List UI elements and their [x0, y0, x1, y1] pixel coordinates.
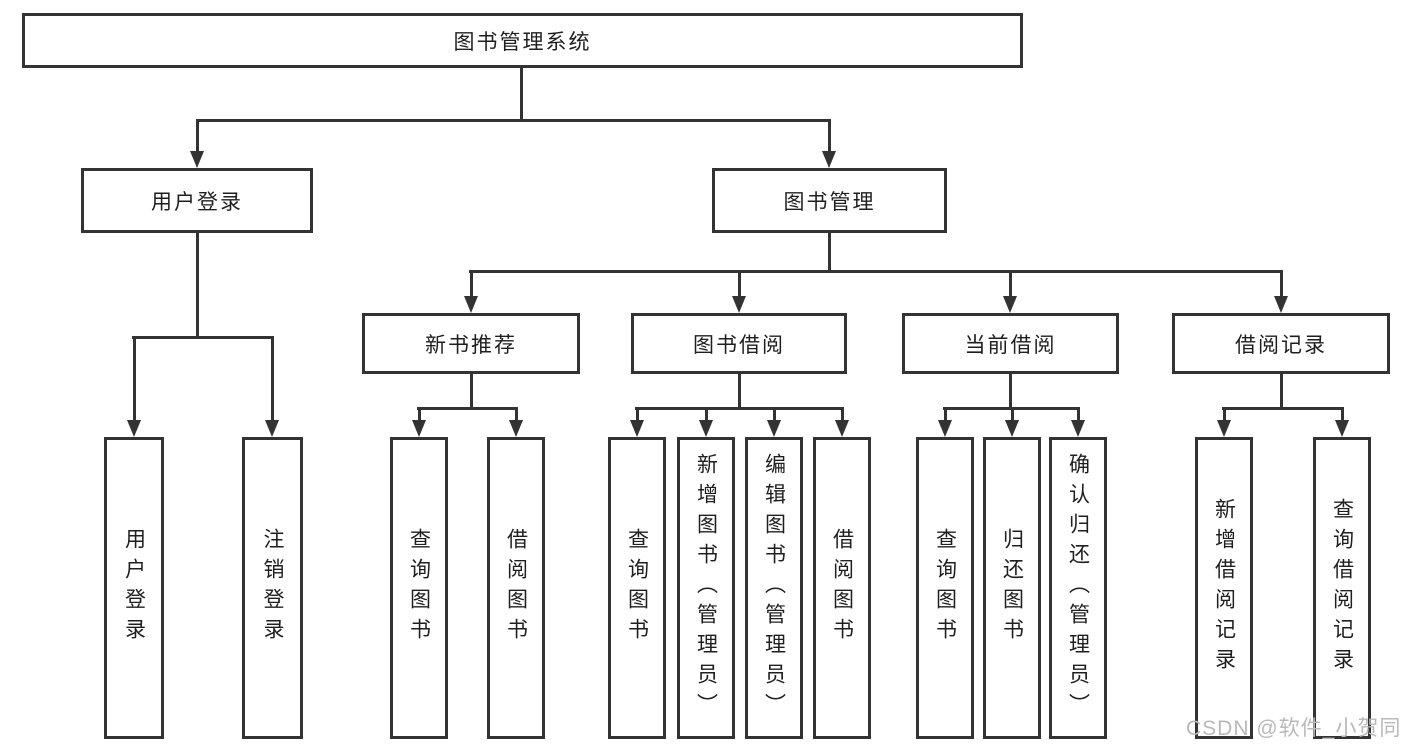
leaf-user-login-label: 用户登录 — [122, 528, 146, 648]
leaf-records-add-record-label: 新增借阅记录 — [1212, 498, 1236, 678]
leaf-user-login: 用户登录 — [104, 437, 164, 739]
arrow-down-icon — [767, 420, 781, 437]
watermark: CSDN @软件_小贺同学 — [1186, 717, 1402, 740]
leaf-logout-label: 注销登录 — [261, 528, 284, 648]
connector-vline — [520, 65, 523, 119]
arrow-down-icon — [1274, 296, 1288, 313]
node-book-management: 图书管理 — [712, 168, 947, 233]
connector-hline — [417, 407, 517, 410]
node-user-login-label: 用户登录 — [151, 190, 243, 214]
node-user-login: 用户登录 — [81, 168, 313, 233]
connector-vline — [828, 233, 831, 270]
node-borrowing-records-label: 借阅记录 — [1235, 333, 1327, 357]
connector-hline — [132, 336, 273, 339]
leaf-borrowing-query-book: 查询图书 — [608, 437, 666, 739]
leaf-current-confirm-return-admin-label: 确认归还（管理员） — [1066, 453, 1090, 723]
connector-vline — [196, 233, 199, 336]
connector-vline — [1223, 407, 1226, 423]
connector-vline — [133, 336, 136, 422]
leaf-borrowing-edit-book-admin-label: 编辑图书（管理员） — [762, 453, 786, 723]
leaf-borrowing-borrow-book: 借阅图书 — [813, 437, 871, 739]
connector-vline — [515, 407, 518, 423]
node-borrowing-records: 借阅记录 — [1172, 313, 1390, 374]
node-book-borrowing-label: 图书借阅 — [693, 333, 785, 357]
leaf-borrowing-add-book-admin-label: 新增图书（管理员） — [694, 453, 718, 723]
arrow-down-icon — [630, 420, 644, 437]
leaf-current-query-book-label: 查询图书 — [933, 528, 957, 648]
node-book-borrowing: 图书借阅 — [631, 313, 847, 374]
connector-vline — [470, 270, 473, 298]
leaf-records-query-record-label: 查询借阅记录 — [1330, 498, 1354, 678]
leaf-recommend-query-book-label: 查询图书 — [407, 528, 431, 648]
arrow-down-icon — [699, 420, 713, 437]
connector-vline — [1280, 374, 1283, 407]
arrow-down-icon — [1071, 420, 1085, 437]
leaf-logout: 注销登录 — [242, 437, 303, 739]
connector-hline — [196, 119, 830, 122]
arrow-down-icon — [822, 151, 836, 168]
connector-vline — [1077, 407, 1080, 423]
connector-hline — [469, 270, 1281, 273]
connector-vline — [1009, 270, 1012, 298]
leaf-recommend-query-book: 查询图书 — [390, 437, 448, 739]
arrow-down-icon — [938, 420, 952, 437]
arrow-down-icon — [1217, 420, 1231, 437]
node-current-borrowing: 当前借阅 — [902, 313, 1119, 374]
leaf-current-confirm-return-admin: 确认归还（管理员） — [1049, 437, 1107, 739]
connector-vline — [828, 119, 831, 153]
arrow-down-icon — [1005, 420, 1019, 437]
arrow-down-icon — [1003, 296, 1017, 313]
connector-vline — [271, 336, 274, 422]
connector-vline — [738, 374, 741, 407]
connector-vline — [773, 407, 776, 423]
leaf-records-add-record: 新增借阅记录 — [1195, 437, 1253, 739]
connector-hline — [635, 407, 843, 410]
arrow-down-icon — [127, 420, 141, 437]
leaf-current-return-book: 归还图书 — [983, 437, 1041, 739]
connector-vline — [196, 119, 199, 153]
arrow-down-icon — [835, 420, 849, 437]
node-book-management-label: 图书管理 — [783, 190, 876, 214]
arrow-down-icon — [732, 296, 746, 313]
leaf-records-query-record: 查询借阅记录 — [1313, 437, 1371, 739]
node-library-system-label: 图书管理系统 — [453, 30, 592, 54]
leaf-recommend-borrow-book: 借阅图书 — [487, 437, 545, 739]
leaf-borrowing-borrow-book-label: 借阅图书 — [830, 528, 854, 648]
leaf-current-query-book: 查询图书 — [916, 437, 974, 739]
leaf-borrowing-edit-book-admin: 编辑图书（管理员） — [745, 437, 803, 739]
leaf-current-return-book-label: 归还图书 — [1000, 528, 1024, 648]
arrow-down-icon — [265, 420, 279, 437]
arrow-down-icon — [412, 420, 426, 437]
connector-vline — [705, 407, 708, 423]
node-library-system: 图书管理系统 — [22, 13, 1023, 68]
node-current-borrowing-label: 当前借阅 — [964, 333, 1057, 357]
connector-vline — [944, 407, 947, 423]
connector-vline — [1341, 407, 1344, 423]
leaf-recommend-borrow-book-label: 借阅图书 — [504, 528, 528, 648]
leaf-borrowing-add-book-admin: 新增图书（管理员） — [677, 437, 735, 739]
arrow-down-icon — [509, 420, 523, 437]
connector-vline — [1011, 407, 1014, 423]
connector-hline — [1222, 407, 1343, 410]
leaf-borrowing-query-book-label: 查询图书 — [625, 528, 649, 648]
arrow-down-icon — [464, 296, 478, 313]
connector-vline — [1009, 374, 1012, 407]
connector-vline — [841, 407, 844, 423]
connector-vline — [636, 407, 639, 423]
connector-vline — [418, 407, 421, 423]
connector-vline — [738, 270, 741, 298]
node-new-book-recommend-label: 新书推荐 — [425, 333, 517, 357]
connector-vline — [470, 374, 473, 407]
arrow-down-icon — [190, 151, 204, 168]
connector-vline — [1280, 270, 1283, 298]
arrow-down-icon — [1335, 420, 1349, 437]
node-new-book-recommend: 新书推荐 — [362, 313, 580, 374]
